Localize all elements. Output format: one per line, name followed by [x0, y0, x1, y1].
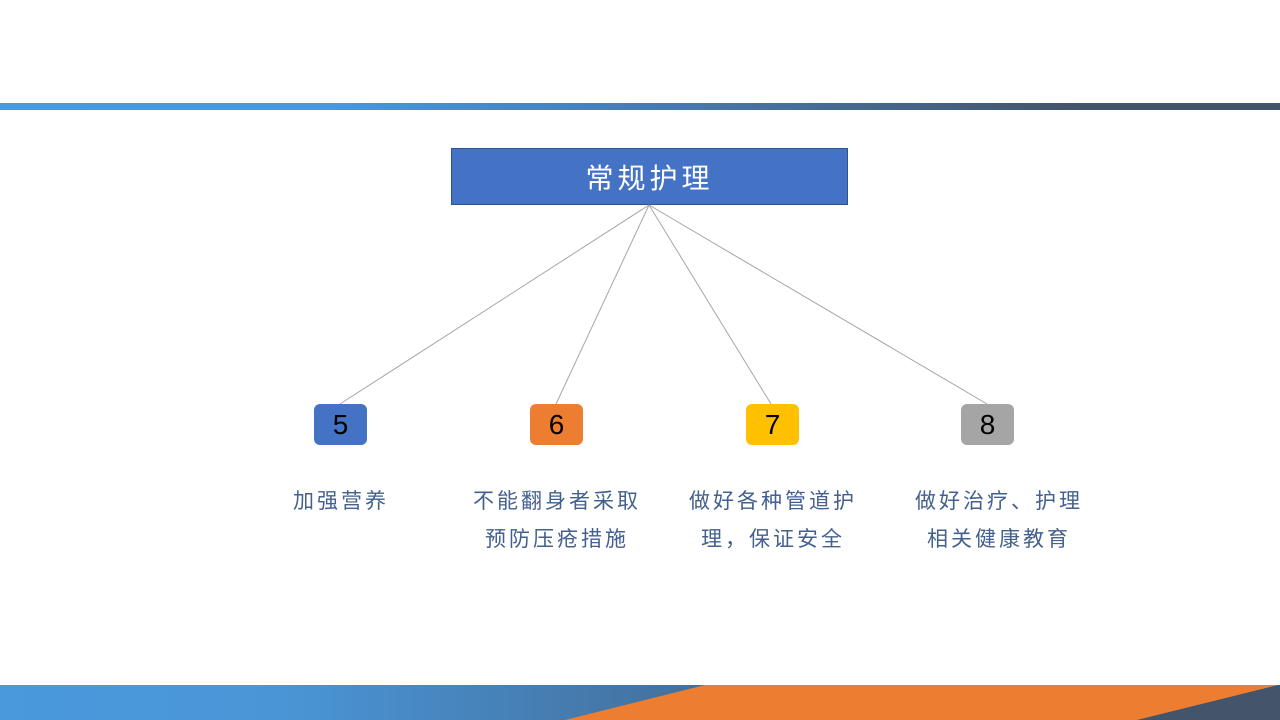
item-label-5: 加强营养	[241, 482, 441, 520]
connector-line-6	[555, 204, 650, 405]
connector-line-5	[339, 204, 650, 405]
label-line: 相关健康教育	[927, 527, 1071, 551]
number-badge-6: 6	[530, 404, 583, 445]
bottom-accent-band	[0, 685, 1280, 720]
connector-line-8	[648, 204, 988, 405]
label-line: 做好治疗、护理	[915, 489, 1083, 513]
label-line: 预防压疮措施	[485, 527, 629, 551]
number-text: 5	[332, 408, 349, 440]
label-line: 加强营养	[293, 489, 389, 513]
top-accent-band	[0, 103, 1280, 110]
label-line: 理，保证安全	[701, 527, 845, 551]
item-label-8: 做好治疗、护理 相关健康教育	[899, 482, 1099, 558]
item-label-6: 不能翻身者采取 预防压疮措施	[457, 482, 657, 558]
label-line: 做好各种管道护	[689, 489, 857, 513]
label-line: 不能翻身者采取	[473, 489, 641, 513]
number-badge-8: 8	[961, 404, 1014, 445]
title-text: 常规护理	[585, 161, 714, 195]
item-label-7: 做好各种管道护 理，保证安全	[673, 482, 873, 558]
title-box: 常规护理	[451, 148, 848, 205]
number-badge-5: 5	[314, 404, 367, 445]
number-text: 6	[548, 408, 565, 440]
connector-line-7	[648, 204, 772, 405]
number-text: 8	[979, 408, 996, 440]
number-text: 7	[764, 408, 781, 440]
number-badge-7: 7	[746, 404, 799, 445]
